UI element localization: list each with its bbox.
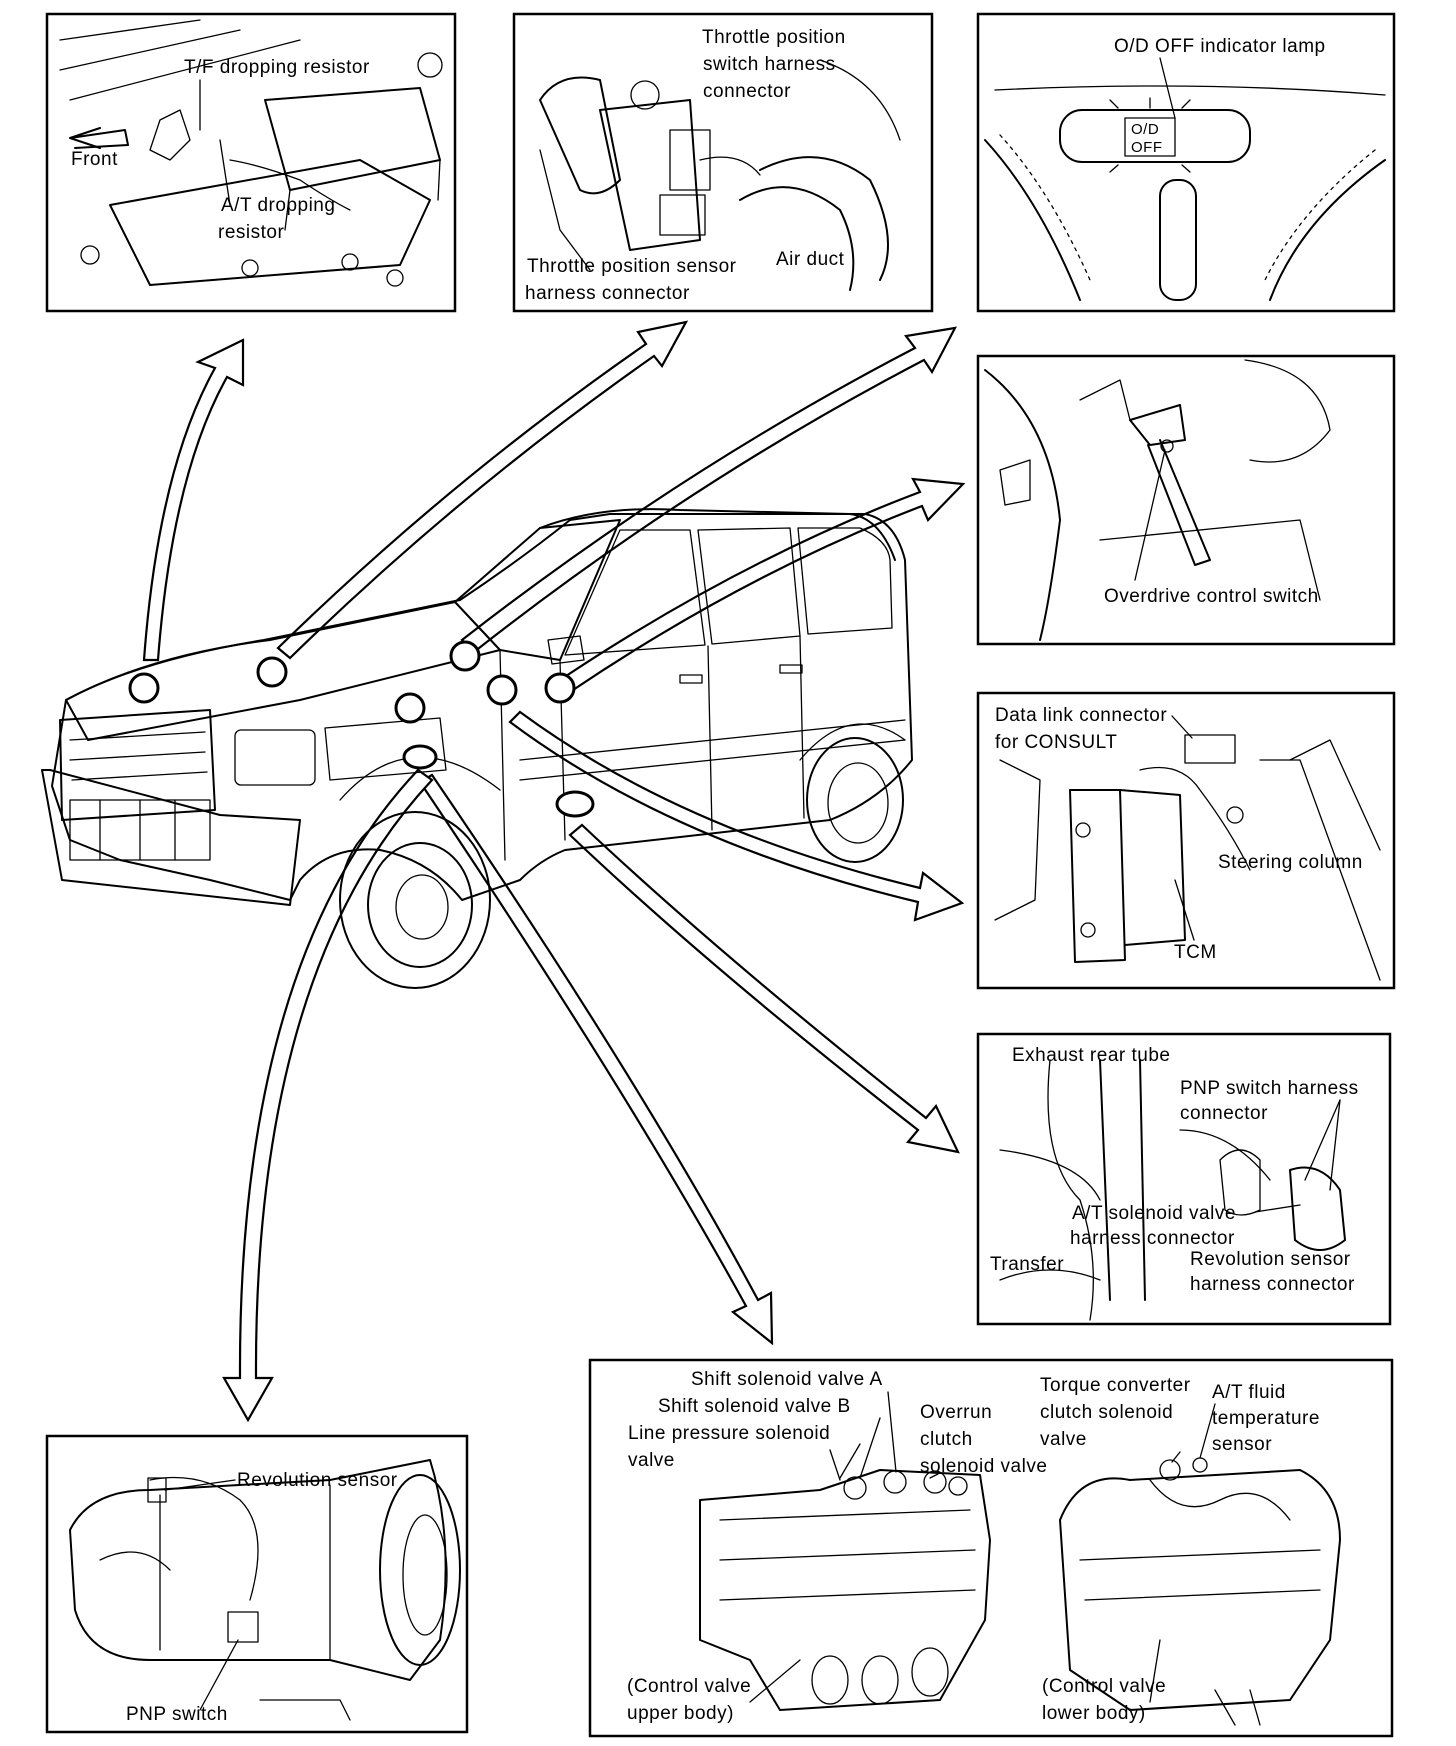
- front-arrow-icon: [69, 127, 129, 149]
- panel-transmission: Revolution sensor PNP switch: [45, 1434, 469, 1734]
- overdrive-control-switch-label: Overdrive control switch: [1104, 586, 1319, 607]
- vehicle-illustration: [41, 508, 913, 989]
- revolution-sensor-label: Revolution sensor: [237, 1470, 398, 1491]
- upper-body-label-1: (Control valve: [627, 1676, 751, 1697]
- shifter-sketch: [984, 359, 1331, 641]
- throttle-sketch: [539, 59, 901, 291]
- control-valve-lower-sketch: [1059, 1457, 1341, 1726]
- tcm-sketch: [994, 734, 1381, 981]
- revolution-harness-label-2: harness connector: [1190, 1274, 1355, 1295]
- at-solenoid-harness-label-2: harness connector: [1070, 1228, 1235, 1249]
- throttle-switch-label-2: switch harness: [703, 54, 836, 75]
- panel-tcm: Data link connector for CONSULT Steering…: [976, 691, 1396, 990]
- arrow-to-overdrive-switch: [558, 477, 966, 694]
- revolution-harness-label-1: Revolution sensor: [1190, 1249, 1351, 1270]
- tcm-label: TCM: [1174, 942, 1217, 963]
- lower-body-label-2: lower body): [1042, 1703, 1146, 1724]
- throttle-sensor-label-1: Throttle position sensor: [527, 256, 737, 277]
- front-label: Front: [71, 149, 118, 170]
- throttle-switch-label-3: connector: [703, 81, 791, 102]
- arrow-to-dropping-resistors: [142, 338, 245, 662]
- transfer-label: Transfer: [990, 1254, 1064, 1275]
- tf-dropping-resistor-label: T/F dropping resistor: [184, 57, 370, 78]
- exhaust-rear-tube-label: Exhaust rear tube: [1012, 1045, 1170, 1066]
- fluid-temp-label-1: A/T fluid: [1212, 1382, 1286, 1403]
- arrow-to-transmission: [222, 768, 434, 1423]
- air-duct-label: Air duct: [776, 249, 845, 270]
- underbody-sketch: [999, 1059, 1346, 1321]
- throttle-sensor-label-2: harness connector: [525, 283, 690, 304]
- arrow-to-underbody: [568, 823, 960, 1154]
- lower-body-label-1: (Control valve: [1042, 1676, 1166, 1697]
- dropping-resistor-sketch: [59, 19, 443, 287]
- panel-dropping-resistors: T/F dropping resistor A/T dropping resis…: [45, 12, 457, 313]
- panel-overdrive-switch: Overdrive control switch: [976, 354, 1396, 646]
- overrun-label-2: clutch: [920, 1429, 973, 1450]
- data-link-connector-label-1: Data link connector: [995, 705, 1167, 726]
- transmission-sketch: [69, 1459, 461, 1721]
- torque-converter-label-1: Torque converter: [1040, 1375, 1191, 1396]
- arrow-to-tcm: [508, 710, 965, 922]
- upper-body-label-2: upper body): [627, 1703, 734, 1724]
- panel-control-valve: Shift solenoid valve A Shift solenoid va…: [588, 1358, 1394, 1738]
- steering-column-label: Steering column: [1218, 852, 1363, 873]
- line-pressure-label-1: Line pressure solenoid: [628, 1423, 830, 1444]
- data-link-connector-label-2: for CONSULT: [995, 732, 1117, 753]
- at-solenoid-harness-label-1: A/T solenoid valve: [1072, 1203, 1236, 1224]
- fluid-temp-label-3: sensor: [1212, 1434, 1272, 1455]
- od-off-indicator-title: O/D OFF indicator lamp: [1114, 36, 1326, 57]
- pnp-switch-label: PNP switch: [126, 1704, 228, 1725]
- torque-converter-label-3: valve: [1040, 1429, 1087, 1450]
- arrow-to-control-valve: [418, 773, 774, 1346]
- panel-od-lamp: O/D OFF indicator lamp O/D OFF: [976, 12, 1396, 313]
- od-lamp-line-1: O/D: [1131, 121, 1159, 138]
- at-dropping-resistor-label-2: resistor: [218, 222, 284, 243]
- panel-underbody: Exhaust rear tube PNP switch harness con…: [976, 1032, 1392, 1326]
- location-markers: [128, 640, 595, 818]
- shift-solenoid-a-label: Shift solenoid valve A: [691, 1369, 883, 1390]
- leader-arrows: [142, 320, 966, 1423]
- pnp-harness-label-2: connector: [1180, 1103, 1268, 1124]
- at-dropping-resistor-label-1: A/T dropping: [221, 195, 335, 216]
- od-lamp-line-2: OFF: [1131, 139, 1163, 156]
- line-pressure-label-2: valve: [628, 1450, 675, 1471]
- panel-throttle: Throttle position switch harness connect…: [512, 12, 934, 313]
- lamp-glow-icon: [1109, 97, 1191, 173]
- shift-solenoid-b-label: Shift solenoid valve B: [658, 1396, 851, 1417]
- instrument-cluster-sketch: [984, 85, 1386, 301]
- fluid-temp-label-2: temperature: [1212, 1408, 1320, 1429]
- throttle-switch-label-1: Throttle position: [702, 27, 846, 48]
- arrow-to-throttle: [276, 320, 689, 660]
- overrun-label-3: solenoid valve: [920, 1456, 1047, 1477]
- pnp-harness-label-1: PNP switch harness: [1180, 1078, 1359, 1099]
- overrun-label-1: Overrun: [920, 1402, 992, 1423]
- torque-converter-label-2: clutch solenoid: [1040, 1402, 1173, 1423]
- od-off-lamp: [1124, 117, 1176, 157]
